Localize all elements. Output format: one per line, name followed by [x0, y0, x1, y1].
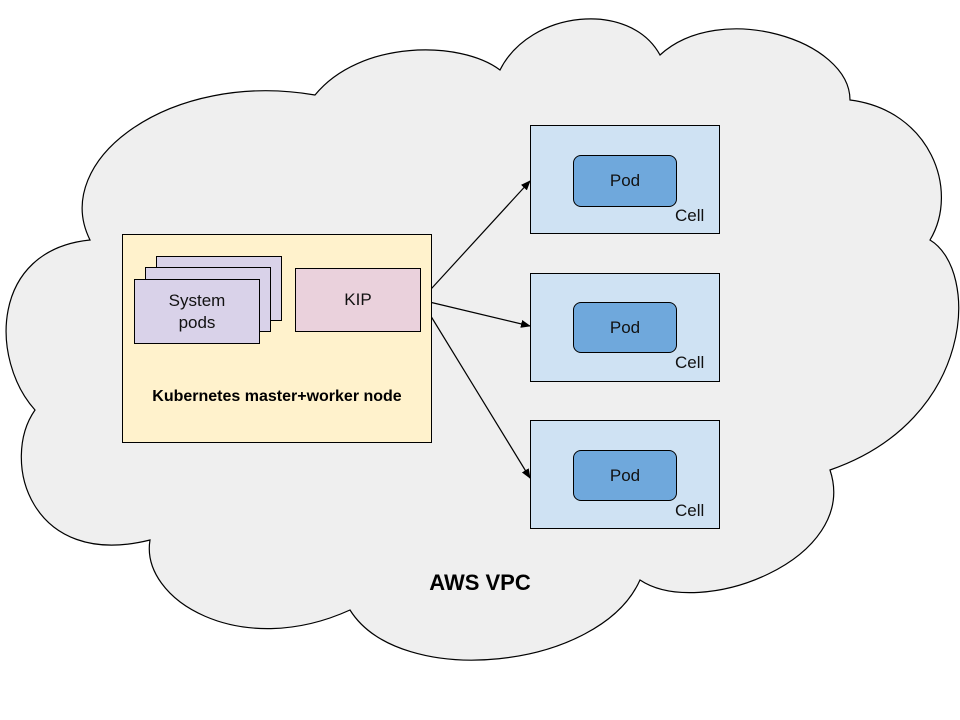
system-pods-label: System pods: [168, 290, 226, 332]
vpc-label: AWS VPC: [429, 570, 531, 595]
pod-label: Pod: [609, 465, 641, 485]
cloud-shape: [5, 18, 960, 661]
arrow-kip-to-cell-1: [420, 180, 531, 301]
arrow-kip-to-cell-3: [420, 299, 531, 479]
cell-label: Cell: [675, 501, 705, 520]
kubernetes-node-label: Kubernetes master+worker node: [152, 388, 402, 405]
cell-label: Cell: [675, 206, 705, 225]
pod-label: Pod: [609, 317, 641, 337]
kip-label: KIP: [344, 290, 372, 309]
arrow-kip-to-cell-2: [420, 299, 531, 328]
system-pods-box: System pods: [134, 279, 260, 344]
pod-box-2: Pod: [573, 302, 677, 353]
pod-box-1: Pod: [573, 155, 677, 207]
pod-box-3: Pod: [573, 450, 677, 501]
arrows: [420, 180, 531, 479]
cell-label: Cell: [675, 353, 705, 372]
pod-label: Pod: [609, 171, 641, 190]
kip-box: KIP: [295, 268, 421, 332]
